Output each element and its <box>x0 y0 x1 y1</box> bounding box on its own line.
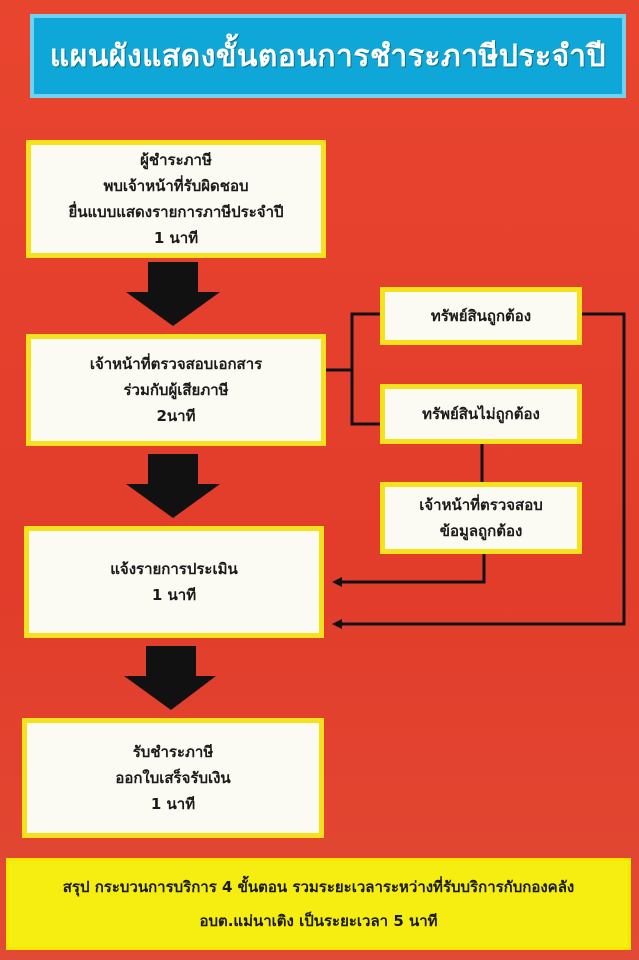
arrow-left-icon <box>332 577 342 587</box>
step-2-line: เจ้าหน้าที่ตรวจสอบเอกสาร <box>89 355 263 373</box>
step-2-line: ร่วมกับผู้เสียภาษี <box>123 381 229 399</box>
property-incorrect-box: ทรัพย์สินไม่ถูกต้อง <box>380 384 582 444</box>
step-1-line: พบเจ้าหน้าที่รับผิดชอบ <box>103 177 249 195</box>
step-2-time: 2นาที <box>156 407 196 425</box>
arrow-left-icon <box>332 619 342 629</box>
summary-line-1: สรุป กระบวนการบริการ 4 ขั้นตอน รวมระยะเว… <box>62 878 575 896</box>
property-correct-box: ทรัพย์สินถูกต้อง <box>380 287 582 345</box>
step-3-time: 1 นาที <box>151 586 197 604</box>
step-2-box: เจ้าหน้าที่ตรวจสอบเอกสาร ร่วมกับผู้เสียภ… <box>26 334 326 446</box>
verify-data-line: เจ้าหน้าที่ตรวจสอบ <box>419 496 543 514</box>
page-title: แผนผังแสดงขั้นตอนการชำระภาษีประจำปี <box>49 38 607 74</box>
verify-data-line: ข้อมูลถูกต้อง <box>439 522 523 540</box>
step-4-line: รับชำระภาษี <box>132 743 214 761</box>
down-arrow-icon <box>126 262 220 326</box>
step-4-time: 1 นาที <box>150 795 196 813</box>
summary-line-2: อบต.แม่นาเติง เป็นระยะเวลา 5 นาที <box>199 912 438 930</box>
property-incorrect-label: ทรัพย์สินไม่ถูกต้อง <box>422 405 540 423</box>
verify-path-line <box>338 552 486 584</box>
verify-data-box: เจ้าหน้าที่ตรวจสอบ ข้อมูลถูกต้อง <box>380 482 582 554</box>
title-banner: แผนผังแสดงขั้นตอนการชำระภาษีประจำปี <box>30 14 626 98</box>
branch-line <box>350 370 380 426</box>
summary-box: สรุป กระบวนการบริการ 4 ขั้นตอน รวมระยะเว… <box>6 858 631 950</box>
step-1-time: 1 นาที <box>153 229 199 247</box>
branch-line <box>322 312 380 372</box>
down-arrow-icon <box>124 646 216 710</box>
down-arrow-icon <box>126 454 220 518</box>
property-correct-label: ทรัพย์สินถูกต้อง <box>430 307 532 325</box>
step-1-line: ยื่นแบบแสดงรายการภาษีประจำปี <box>68 203 284 221</box>
correct-path-line <box>338 312 626 626</box>
step-4-box: รับชำระภาษี ออกใบเสร็จรับเงิน 1 นาที <box>22 718 324 838</box>
step-3-line: แจ้งรายการประเมิน <box>110 560 238 578</box>
step-1-box: ผู้ชำระภาษี พบเจ้าหน้าที่รับผิดชอบ ยื่นแ… <box>26 140 326 258</box>
step-4-line: ออกใบเสร็จรับเงิน <box>115 769 231 787</box>
step-1-line: ผู้ชำระภาษี <box>140 151 212 169</box>
step-3-box: แจ้งรายการประเมิน 1 นาที <box>24 526 324 638</box>
